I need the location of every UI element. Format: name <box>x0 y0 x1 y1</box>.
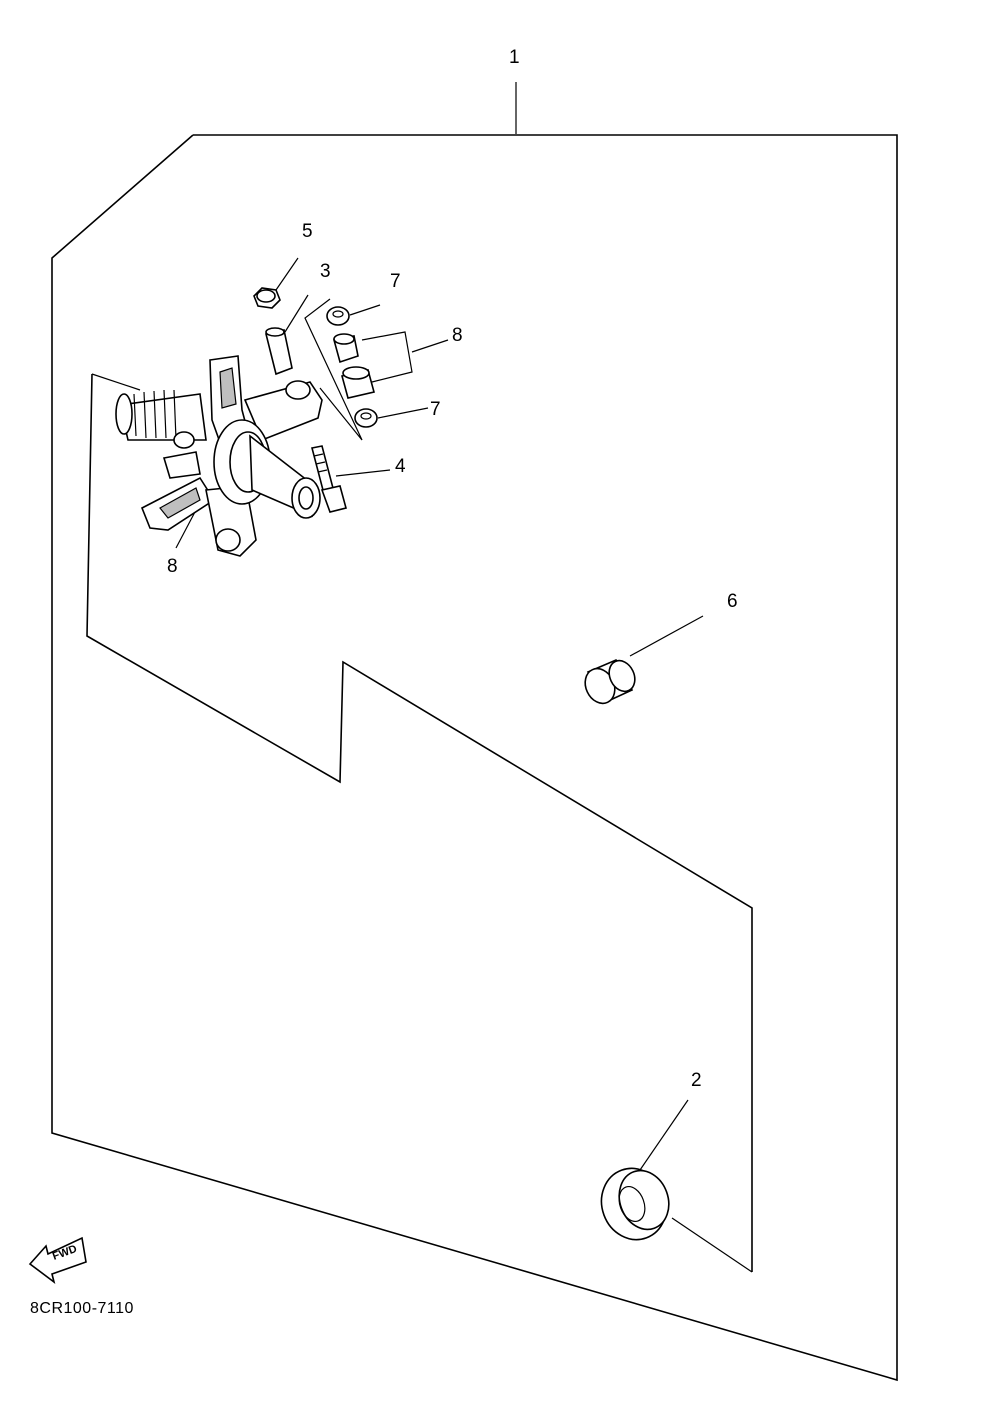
callout-4: 4 <box>395 456 406 477</box>
hub-assembly <box>115 355 323 557</box>
callout-7-lower: 7 <box>430 399 441 420</box>
callout-3: 3 <box>320 261 331 282</box>
callout-1: 1 <box>509 47 520 68</box>
callout-7-upper: 7 <box>390 271 401 292</box>
bushing-part <box>584 658 636 705</box>
callout-6: 6 <box>727 591 738 612</box>
nut-part <box>253 287 281 309</box>
drawing-code: 8CR100-7110 <box>30 1300 134 1317</box>
callout-8-right: 8 <box>452 325 463 346</box>
seal-ring-part <box>600 1167 670 1241</box>
callout-8-left: 8 <box>167 556 178 577</box>
washer-lower-part <box>354 408 378 428</box>
leader-lines <box>175 82 753 1273</box>
bolt-part <box>311 445 347 513</box>
subassembly-panel-outline <box>86 373 753 1272</box>
pin-part <box>265 327 293 376</box>
callout-2: 2 <box>691 1070 702 1091</box>
callout-5: 5 <box>302 221 313 242</box>
washer-upper-part <box>326 306 350 326</box>
kit-panel-outline <box>51 134 898 1382</box>
bushing-pair-part <box>333 333 375 399</box>
fwd-arrow-icon: FWD <box>28 1236 87 1284</box>
